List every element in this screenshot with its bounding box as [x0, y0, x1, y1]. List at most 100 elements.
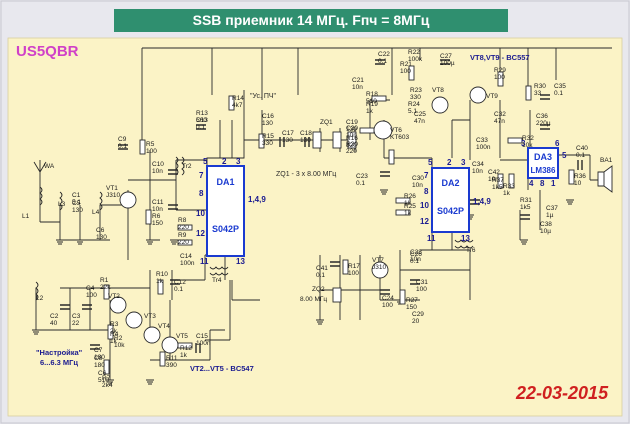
component-r33-value: 1k — [503, 190, 511, 197]
component-c15-value: 100n — [196, 340, 211, 347]
component-r24-value: 5.1 — [408, 108, 417, 115]
component-tr4-ref: Tr4 — [212, 277, 222, 284]
component-vt5-ref: VT5 — [176, 333, 188, 340]
component-r2-value: 10k — [114, 342, 125, 349]
component-r26-ref: R26 — [404, 193, 416, 200]
chip-da3: DA3 LM386 3 6 5 4 8 1 — [521, 139, 567, 188]
chip-da1-pin-l1: 7 — [199, 171, 204, 180]
component-r26-value: 1k — [404, 200, 412, 207]
component-c15-ref: C15 — [196, 333, 208, 340]
chip-da1-pin-l3: 10 — [196, 209, 205, 218]
component-r22-ref: R22 — [408, 49, 420, 56]
component-r19-ref: R19 — [366, 101, 378, 108]
chip-da2-pin-tr: 3 — [461, 158, 466, 167]
component-zq1: ZQ1 — [320, 119, 333, 126]
chip-da3-pin-bl: 4 — [529, 179, 534, 188]
component-l4: L4 — [92, 209, 100, 216]
component-r3-value: 2k — [110, 328, 118, 335]
component-vt9-ref: VT9 — [486, 93, 498, 100]
component-r27-ref: R27 — [406, 297, 418, 304]
component-c23-value: 0.1 — [356, 180, 365, 187]
component-c40-value: 0.1 — [576, 152, 585, 159]
chip-da1-pin-tm: 2 — [222, 157, 227, 166]
component-l4-ref: L4 — [92, 209, 100, 216]
component-r7-ref: R7 — [102, 375, 111, 382]
component-r1-ref: R1 — [100, 277, 109, 284]
component-r24-ref: R24 — [408, 101, 420, 108]
component-c25-value: 47n — [414, 118, 425, 125]
component-r29-ref: R29 — [494, 67, 506, 74]
component-c6-value: 130 — [96, 234, 107, 241]
component-r18-value: 510 — [366, 98, 377, 105]
component-c13-value: 0.1 — [196, 124, 205, 131]
chip-da1-name: DA1 — [216, 177, 234, 187]
component-c1-ref: C1 — [72, 192, 81, 199]
chip-da2-pin-tl: 5 — [428, 158, 433, 167]
component-c11-ref: C11 — [152, 199, 164, 206]
component-r16-value: 820 — [346, 142, 357, 149]
chip-da3-pin-tl: 3 — [521, 139, 526, 148]
component-c16-value: 130 — [262, 120, 273, 127]
component-c10-ref: C10 — [152, 161, 164, 168]
component-wa-ref: WA — [44, 163, 55, 170]
component-r27-value: 150 — [406, 304, 417, 311]
chip-da2-pin-tm: 2 — [447, 158, 452, 167]
component-tr6-ref: Tr6 — [466, 247, 476, 254]
component-c29-ref: C29 — [412, 311, 424, 318]
component-c37-ref: C37 — [546, 205, 558, 212]
component-wa: WA — [44, 163, 55, 170]
component-c38-ref: C38 — [540, 221, 552, 228]
date-stamp: 22-03-2015 — [515, 383, 609, 403]
chip-da2-pin-br: 13 — [461, 234, 470, 243]
component-vt4: VT4 — [158, 323, 170, 330]
passive-symbols — [60, 59, 583, 375]
component-vt2: VT2 — [108, 293, 120, 300]
component-vt6-ref: VT6 — [390, 127, 402, 134]
crystal-filter-zq1 — [312, 131, 357, 303]
component-c32-value: 47n — [494, 118, 505, 125]
component-vt7-value: J310 — [372, 264, 386, 271]
component-vt8-ref: VT8 — [432, 87, 444, 94]
component-r11-ref: R11 — [166, 355, 178, 362]
component-c34-ref: C34 — [472, 161, 484, 168]
component-c10-value: 10n — [152, 168, 163, 175]
antenna-icon — [33, 160, 47, 173]
component-vt1-ref: VT1 — [106, 185, 118, 192]
component-vt2-ref: VT2 — [108, 293, 120, 300]
chip-da1-pin-bl: 11 — [200, 257, 209, 266]
component-c21-value: 10n — [352, 84, 363, 91]
component-r13-ref: R13 — [196, 110, 208, 117]
component-c9: C90.1 — [118, 136, 127, 150]
chip-da1-pin-tr: 3 — [236, 157, 241, 166]
component-c42-value: 10n — [488, 176, 499, 183]
component-c26-value: 0.1 — [410, 258, 419, 265]
component-r22-value: 100k — [408, 56, 423, 63]
component-r37-value: 1k5 — [492, 184, 503, 191]
component-r18-ref: R18 — [366, 91, 378, 98]
component-c2-ref: C2 — [50, 313, 59, 320]
component-c28-value: 10n — [410, 256, 421, 263]
component-c9-ref: C9 — [118, 136, 127, 143]
component-r30-ref: R30 — [534, 83, 546, 90]
